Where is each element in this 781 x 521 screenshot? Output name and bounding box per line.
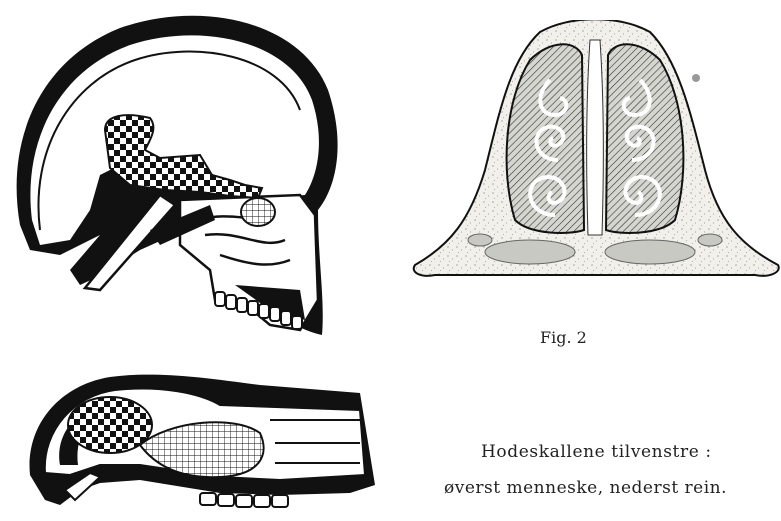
left-lower-sinus: [485, 240, 575, 264]
right-lower-sinus: [605, 240, 695, 264]
nasal-cross-section: [410, 20, 781, 282]
caption-line-2: øverst menneske, nederst rein.: [444, 478, 727, 498]
human-skull-diagram: [0, 0, 340, 345]
figure-label: Fig. 2: [540, 328, 587, 347]
nasal-septum: [587, 40, 604, 235]
caption-line-1: Hodeskallene tilvenstre :: [481, 442, 712, 462]
pituitary-region: [241, 198, 275, 226]
reindeer-skull-diagram: [20, 365, 380, 521]
reindeer-teeth: [200, 493, 288, 507]
